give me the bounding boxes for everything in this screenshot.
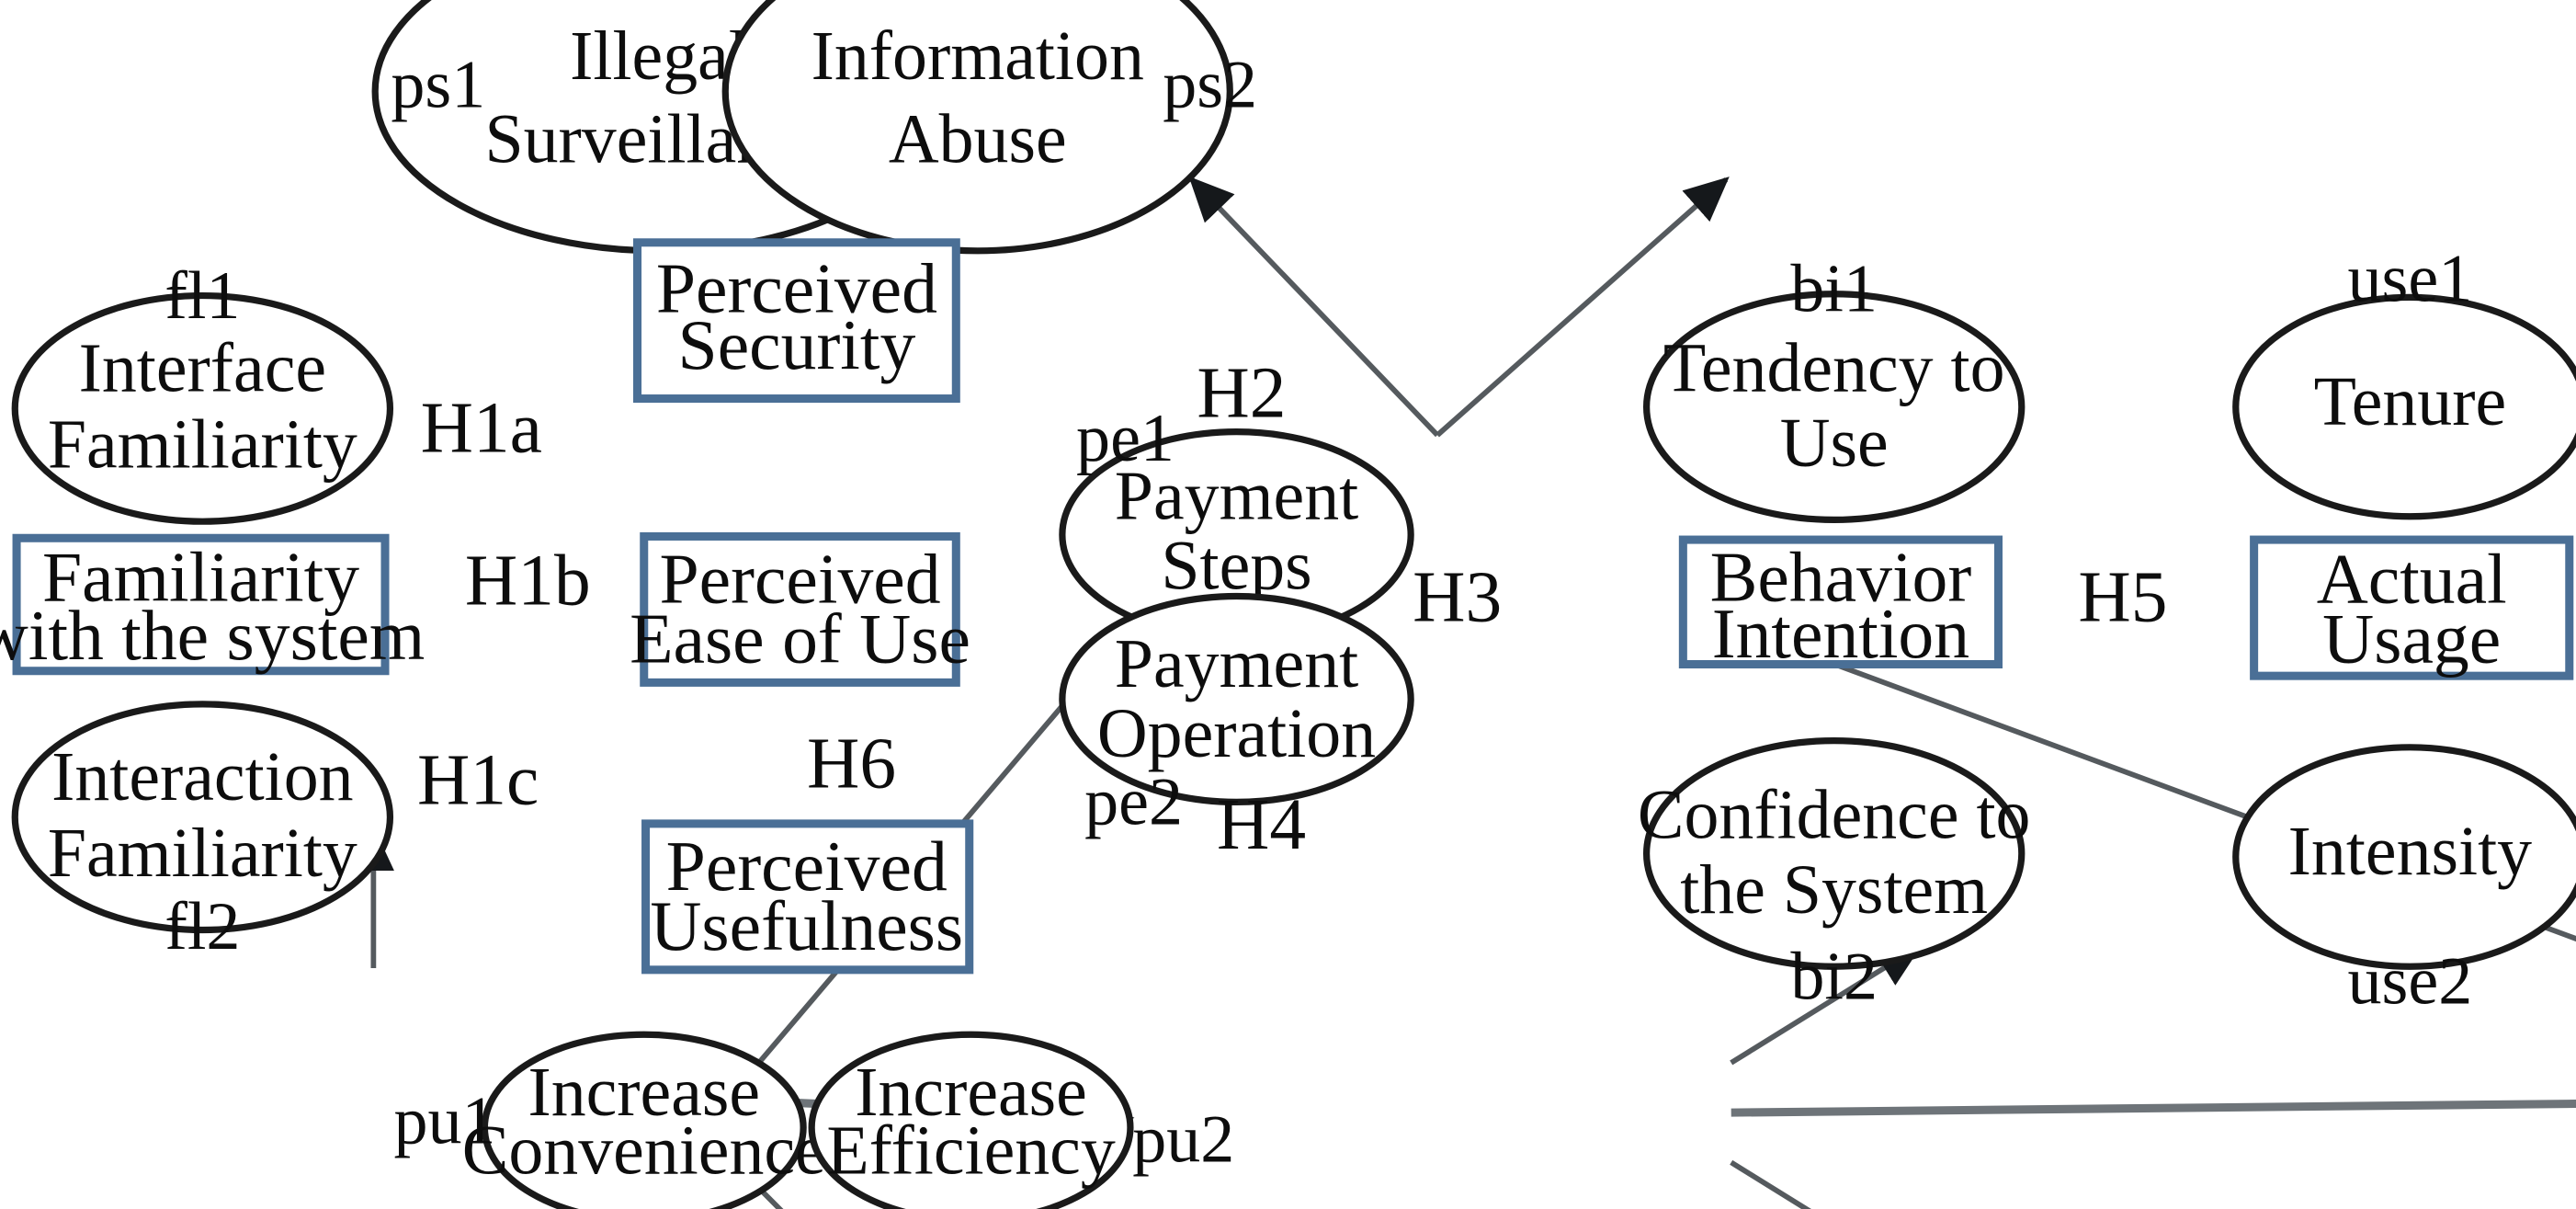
node-perceived-security[interactable]: Perceived Security — [633, 238, 960, 404]
node-pu2[interactable]: Increase Efficiency — [808, 1031, 1134, 1209]
node-usefulness-line1: Perceived — [666, 827, 948, 906]
node-fl2[interactable]: Interaction Familiarity — [11, 701, 394, 934]
node-pu1-line1: Increase — [528, 1054, 760, 1131]
node-familiarity[interactable]: Familiarity with the system — [0, 533, 425, 676]
node-security-line1: Perceived — [656, 248, 937, 327]
code-use1: use1 — [2348, 242, 2473, 317]
node-pu1-line2: Convenience — [462, 1112, 826, 1189]
edge-h3 — [1731, 1099, 2576, 1117]
hyp-label-h1b: H1b — [465, 541, 591, 622]
node-familiarity-line2: with the system — [0, 596, 425, 675]
node-ps1-line1: Illegal — [570, 17, 748, 95]
node-security-line2: Security — [678, 305, 916, 384]
node-fl2-line2: Familiarity — [48, 815, 357, 892]
hyp-label-h6: H6 — [807, 723, 896, 804]
node-ps2-line1: Information — [811, 17, 1144, 95]
hyp-label-h3: H3 — [1413, 557, 1502, 638]
node-ps2[interactable]: Information Abuse — [721, 0, 1233, 255]
node-behavior-intention[interactable]: Behavior Intention — [1678, 535, 2003, 673]
edge-ease-pe1 — [1730, 944, 1923, 1066]
edge-ease-pe2 — [1730, 1159, 1811, 1209]
node-fl1[interactable]: Interface Familiarity — [11, 291, 394, 525]
node-bi2-line1: Confidence to — [1638, 776, 2031, 853]
hyp-label-h2: H2 — [1197, 353, 1286, 434]
node-bi-line1: Behavior — [1710, 538, 1972, 617]
code-pu2: pu2 — [1132, 1101, 1234, 1177]
node-use2[interactable]: Intensity — [2232, 744, 2576, 970]
code-fl2: fl2 — [165, 889, 240, 964]
hyp-label-h4: H4 — [1217, 784, 1306, 865]
node-ps2-line2: Abuse — [889, 100, 1067, 177]
code-pe1: pe1 — [1076, 401, 1175, 476]
node-pu1[interactable]: Increase Convenience — [462, 1031, 826, 1209]
hyp-label-h1c: H1c — [417, 739, 539, 820]
node-ease-line2: Ease of Use — [630, 599, 970, 678]
node-pe1-line1: Payment — [1115, 458, 1358, 535]
code-bi2: bi2 — [1790, 939, 1878, 1014]
node-ease-line1: Perceived — [659, 539, 940, 618]
code-pe2: pe2 — [1084, 765, 1183, 840]
node-familiarity-line1: Familiarity — [42, 538, 359, 617]
node-bi2[interactable]: Confidence to the System — [1638, 736, 2031, 970]
node-fl1-line1: Interface — [79, 330, 326, 407]
code-pu1: pu1 — [393, 1083, 495, 1158]
node-perceived-usefulness[interactable]: Perceived Usefulness — [641, 819, 974, 975]
edge-security-ps2 — [1436, 177, 1730, 438]
edge-security-ps1 — [1188, 176, 1440, 438]
node-usefulness-line2: Usefulness — [650, 886, 963, 965]
node-fl1-line2: Familiarity — [48, 406, 357, 484]
node-usage-line2: Usage — [2322, 599, 2501, 678]
node-pe1-line2: Steps — [1161, 528, 1311, 605]
hyp-label-h1a: H1a — [421, 388, 542, 469]
node-bi1[interactable]: Tendency to Use — [1642, 291, 2026, 524]
node-bi2-line2: the System — [1680, 851, 1988, 929]
node-use1-line1: Tenure — [2314, 363, 2506, 440]
code-ps1: ps1 — [391, 47, 485, 122]
code-fl1: fl1 — [165, 258, 240, 334]
node-bi1-line1: Tendency to — [1663, 330, 2005, 407]
node-fl2-line1: Interaction — [51, 738, 353, 816]
node-bi-line2: Intention — [1712, 594, 1969, 673]
hyp-label-h5: H5 — [2078, 557, 2167, 638]
node-pe2-line1: Payment — [1115, 625, 1358, 702]
node-use2-line1: Intensity — [2288, 813, 2532, 890]
code-ps2: ps2 — [1163, 47, 1257, 122]
node-pu2-line1: Increase — [855, 1054, 1087, 1131]
node-usage-line1: Actual — [2317, 539, 2507, 618]
code-use2: use2 — [2348, 944, 2473, 1020]
node-pu2-line2: Efficiency — [826, 1112, 1116, 1189]
edge-h4 — [1756, 1110, 2576, 1209]
node-pe2[interactable]: Payment Operation — [1059, 592, 1414, 806]
node-actual-usage[interactable]: Actual Usage — [2250, 535, 2574, 680]
code-bi1: bi1 — [1790, 252, 1878, 327]
node-use1[interactable]: Tenure — [2232, 293, 2576, 520]
node-bi1-line2: Use — [1780, 405, 1889, 482]
node-perceived-ease[interactable]: Perceived Ease of Use — [630, 531, 970, 687]
node-pe2-line2: Operation — [1097, 695, 1376, 772]
